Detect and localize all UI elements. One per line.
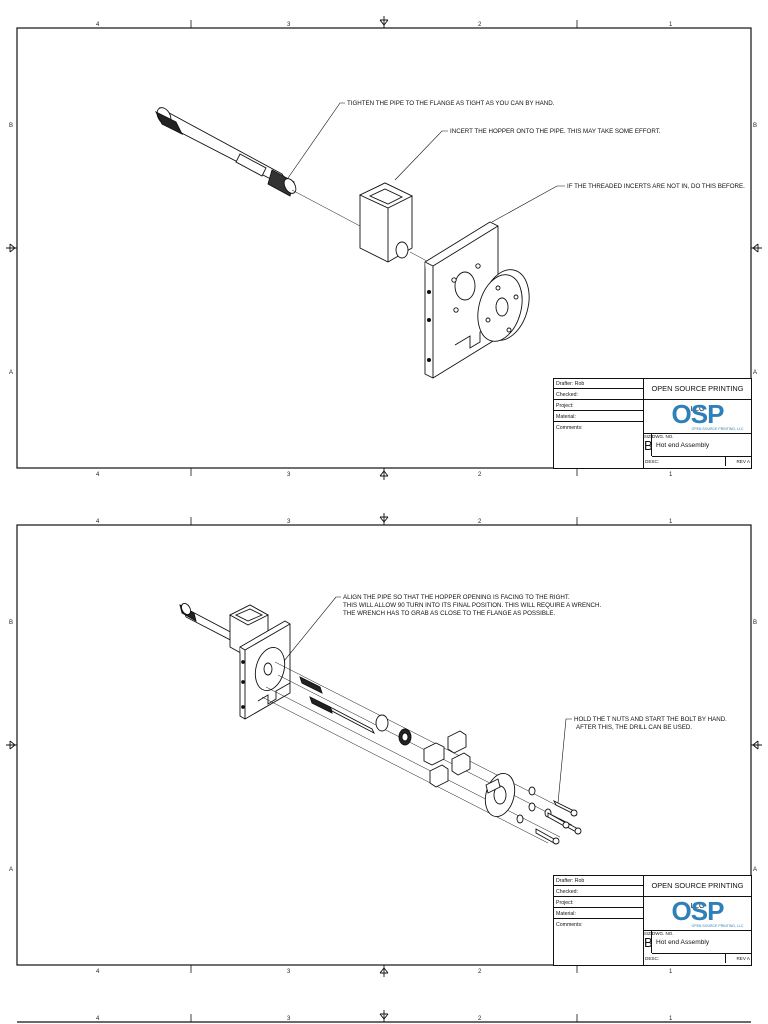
company-logo: OSP OPEN SOURCE PRINTING, LLC <box>644 400 751 434</box>
comments-field: Comments: <box>556 922 583 928</box>
zone-row-a: A <box>9 867 13 873</box>
drawing-title: Hot end Assembly <box>656 939 710 946</box>
axis-line-1 <box>291 189 361 227</box>
drafter-field: Drafter: Rob <box>554 379 643 389</box>
project-field: Project: <box>554 898 643 908</box>
desc-cell: DESC: <box>644 954 726 963</box>
zone-row-b: B <box>9 123 13 129</box>
zone-col-1-bottom: 1 <box>669 969 673 975</box>
material-field: Material: <box>554 909 643 919</box>
zone-col-1-bottom: 1 <box>669 472 673 478</box>
zone-row-a-right: A <box>753 370 757 376</box>
size-label: SIZE <box>644 931 654 936</box>
drafter-field: Drafter: Rob <box>554 876 643 886</box>
center-mark <box>379 1010 389 1022</box>
zone-col-1: 1 <box>669 1016 673 1022</box>
hopper-part <box>358 182 414 263</box>
zone-col-2: 2 <box>478 22 482 28</box>
size-label: SIZE <box>644 434 654 439</box>
size-cell: SIZE B <box>644 931 654 953</box>
drawing-sheet-2: 4 3 2 1 4 3 2 1 B A B A <box>0 497 768 987</box>
zone-row-b-right: B <box>753 123 757 129</box>
title-block: Drafter: Rob Checked: Project: Material:… <box>553 378 752 469</box>
leader-lines <box>283 596 572 804</box>
zone-col-3: 3 <box>287 1016 291 1022</box>
zone-col-4-bottom: 4 <box>96 472 100 478</box>
comments-field: Comments: <box>556 425 583 431</box>
note-3: IF THE THREADED INCERTS ARE NOT IN, DO T… <box>567 183 745 190</box>
size-value: B <box>644 935 653 950</box>
note-1: TIGHTEN THE PIPE TO THE FLANGE AS TIGHT … <box>347 100 555 107</box>
note-4: ALIGN THE PIPE SO THAT THE HOPPER OPENIN… <box>343 594 570 601</box>
center-marks <box>6 16 762 480</box>
note-6: THE WRENCH HAS TO GRAB AS CLOSE TO THE F… <box>343 610 556 617</box>
checked-field: Checked: <box>554 887 643 897</box>
checked-field: Checked: <box>554 390 643 400</box>
logo-subtitle: OPEN SOURCE PRINTING, LLC <box>691 924 744 928</box>
sheet-2-drawing: 4 3 2 1 4 3 2 1 B A B A <box>6 513 762 977</box>
note-7: HOLD THE T NUTS AND START THE BOLT BY HA… <box>574 716 727 723</box>
zone-col-3-bottom: 3 <box>287 969 291 975</box>
sheet-3-drawing: 4 3 2 1 <box>17 1010 751 1023</box>
zone-col-3: 3 <box>287 519 291 525</box>
leader-lines <box>287 102 565 223</box>
company-logo: OSP OPEN SOURCE PRINTING, LLC <box>644 897 751 931</box>
desc-cell: DESC: <box>644 457 726 466</box>
zone-ticks <box>190 1014 578 1022</box>
rev-cell: REV A <box>736 459 750 464</box>
zone-row-a-right: A <box>753 867 757 873</box>
pipe-part <box>154 106 297 197</box>
zone-col-2: 2 <box>478 1016 482 1022</box>
sub-assembly-part <box>179 602 291 720</box>
drawing-sheet-3: 4 3 2 1 <box>0 994 768 1024</box>
note-2: INCERT THE HOPPER ONTO THE PIPE. THIS MA… <box>450 128 661 135</box>
company-name: OPEN SOURCE PRINTING LLC <box>644 876 751 910</box>
dwg-no-label: DWG. NO. <box>652 434 674 439</box>
zone-col-1: 1 <box>669 519 673 525</box>
zone-col-2-bottom: 2 <box>478 472 482 478</box>
zone-col-3-bottom: 3 <box>287 472 291 478</box>
note-8: AFTER THIS, THE DRILL CAN BE USED. <box>576 724 692 731</box>
zone-col-4: 4 <box>96 519 100 525</box>
note-5: THIS WILL ALLOW 90 TURN INTO ITS FINAL P… <box>343 602 601 609</box>
round-flange-part <box>477 269 530 342</box>
drawing-title: Hot end Assembly <box>656 442 710 449</box>
project-field: Project: <box>554 401 643 411</box>
logo-text: OSP <box>671 399 725 429</box>
title-block-fields <box>554 379 644 468</box>
zone-row-a: A <box>9 370 13 376</box>
material-field: Material: <box>554 412 643 422</box>
zone-col-2-bottom: 2 <box>478 969 482 975</box>
zone-col-4-bottom: 4 <box>96 969 100 975</box>
dwg-cell: DWG. NO. Hot end Assembly <box>652 931 751 954</box>
assembly-axis-lines <box>261 661 573 844</box>
company-name: OPEN SOURCE PRINTING LLC <box>644 379 751 413</box>
zone-col-4: 4 <box>96 22 100 28</box>
flange-plate-part <box>424 221 499 379</box>
dwg-cell: DWG. NO. Hot end Assembly <box>652 434 751 457</box>
sheet-1-drawing: 4 3 2 1 4 3 2 1 B A B A <box>6 16 762 480</box>
logo-text: OSP <box>671 896 725 926</box>
zone-row-b-right: B <box>753 620 757 626</box>
zone-col-3: 3 <box>287 22 291 28</box>
zone-row-b: B <box>9 620 13 626</box>
rev-cell: REV A <box>736 956 750 961</box>
center-marks <box>6 513 762 977</box>
title-block-fields <box>554 876 644 965</box>
zone-col-1: 1 <box>669 22 673 28</box>
size-value: B <box>644 438 653 453</box>
zone-col-4: 4 <box>96 1016 100 1022</box>
hardware-parts <box>299 676 582 845</box>
dwg-no-label: DWG. NO. <box>652 931 674 936</box>
drawing-sheet-1: 4 3 2 1 4 3 2 1 B A B A <box>0 0 768 490</box>
title-block: Drafter: Rob Checked: Project: Material:… <box>553 875 752 966</box>
size-cell: SIZE B <box>644 434 654 456</box>
zone-col-2: 2 <box>478 519 482 525</box>
logo-subtitle: OPEN SOURCE PRINTING, LLC <box>691 427 744 431</box>
